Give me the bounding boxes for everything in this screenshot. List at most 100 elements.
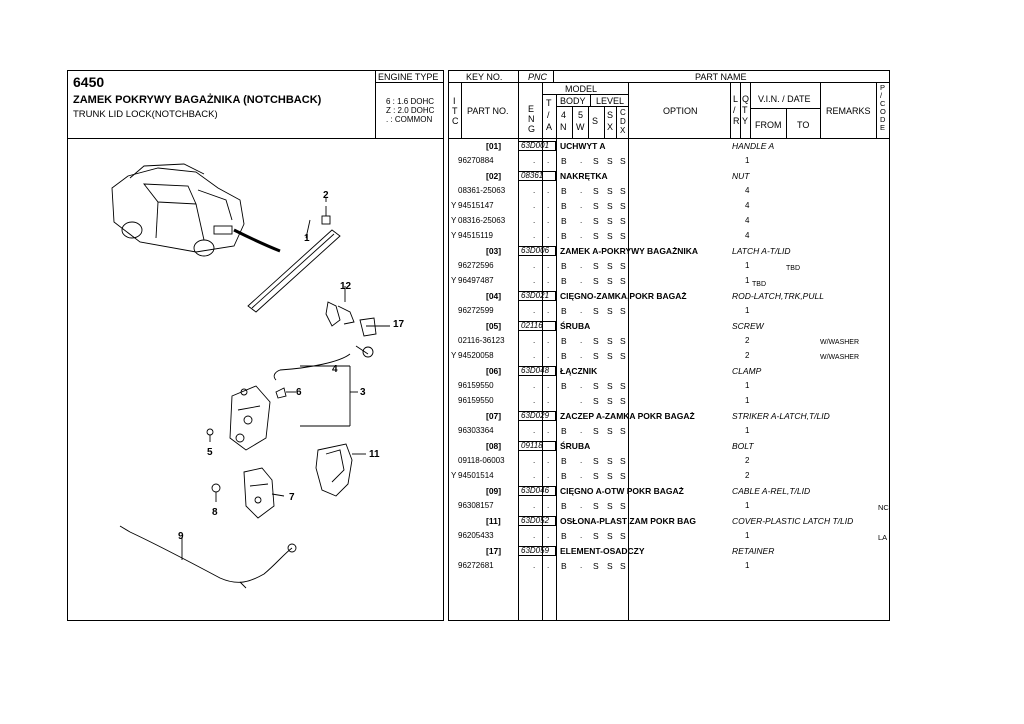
part-body-5w: . [580,426,583,435]
hdr-option: OPTION [663,106,698,116]
part-body: B [561,276,567,286]
group-key: [08] [486,441,502,451]
group-row[interactable] [518,291,556,301]
header-row-line-bottom [448,138,890,139]
hdr-body-w: W [576,122,585,132]
hdr-itc-i: I [453,96,456,106]
group-name-pl: ŁĄCZNIK [560,366,598,376]
part-body: B [561,426,567,436]
group-row[interactable] [518,366,556,376]
col-div-remarks-end [876,82,877,138]
callout-5: 5 [207,447,213,458]
part-itc: Y [451,276,457,285]
col-div-5w [588,106,589,138]
part-itc: Y [451,231,457,240]
hdr-itc-c: C [452,116,459,126]
part-eng: . [533,216,536,225]
callout-11: 11 [369,449,380,460]
group-name-en: NUT [732,171,750,181]
group-row[interactable] [518,516,556,526]
part-level-s: S [593,186,599,196]
part-body-5w: . [580,351,583,360]
group-pnc: 63D046 [521,486,550,495]
group-row[interactable] [518,486,556,496]
part-level-cdx: S [620,501,626,511]
part-level-cdx: S [620,306,626,316]
part-ta: . [547,216,550,225]
part-qty: 1 [745,396,750,405]
group-name-en: LATCH A-T/LID [732,246,791,256]
part-body: B [561,186,567,196]
part-body-5w: . [580,561,583,570]
hdr-level-s: S [592,116,599,126]
col-div-key [518,70,519,621]
hdr-level-sx-s: S [607,110,614,120]
part-level-sx: S [607,531,613,541]
cover-part [315,443,366,497]
part-level-cdx: S [620,216,626,226]
group-row[interactable] [518,441,556,451]
hdr-lr-l: L [733,94,739,104]
group-row[interactable] [518,411,556,421]
col-div-option-end [730,82,731,138]
col-div-vin-end [820,82,821,138]
group-key: [07] [486,411,502,421]
part-remark: W/WASHER [820,354,860,361]
part-number: 08316-25063 [458,216,506,225]
part-body-5w: . [580,216,583,225]
part-eng: . [533,396,536,405]
group-name-pl: ZACZEP A-ZAMKA POKR BAGAŻ [560,411,695,421]
part-level-cdx: S [620,351,626,361]
group-row[interactable] [518,321,556,331]
page-title-en: TRUNK LID LOCK(NOTCHBACK) [73,109,218,120]
hdr-lr-r: R [733,116,740,126]
col-div-qty [750,82,751,138]
hdr-pcode-p: P [880,83,886,92]
part-ta: . [547,306,550,315]
group-pnc: 63D029 [521,411,550,420]
part-level-s: S [593,471,599,481]
part-ta: . [547,336,550,345]
group-name-en: ROD-LATCH,TRK,PULL [732,291,824,301]
part-level-s: S [593,561,599,571]
part-level-sx: S [607,471,613,481]
latch-part [229,365,358,451]
part-qty: 4 [745,216,750,225]
hdr-pcode-o: O [880,107,886,116]
group-name-pl: ZAMEK A-POKRYWY BAGAŻNIKA [560,246,699,256]
group-row[interactable] [518,171,556,181]
part-eng: . [533,456,536,465]
part-level-cdx: S [620,426,626,436]
vin-underline [750,108,820,109]
part-itc: Y [451,201,457,210]
part-eng: . [533,561,536,570]
hdr-vin-date: V.I.N. / DATE [758,94,811,104]
hdr-remarks: REMARKS [826,106,871,116]
part-level-cdx: S [620,201,626,211]
col-div-eng [542,82,543,621]
group-key: [02] [486,171,502,181]
part-level-cdx: S [620,336,626,346]
part-number: 94515119 [458,231,493,240]
group-name-pl: ŚRUBA [560,441,591,451]
group-name-en: CABLE A-REL,T/LID [732,486,811,496]
part-qty: 1 [745,426,750,435]
group-name-pl: ELEMENT-OSADCZY [560,546,645,556]
part-body-5w: . [580,156,583,165]
part-ta: . [547,156,550,165]
part-body: B [561,471,567,481]
engine-type-divider [375,70,376,138]
hdr-ta-a: A [546,122,553,132]
part-level-sx: S [607,336,613,346]
part-qty: 1 [745,156,750,165]
part-level-sx: S [607,561,613,571]
group-pnc: 02116 [521,321,543,330]
col-div-ta [556,94,557,621]
engine-type-underline [375,82,444,83]
group-row[interactable] [518,246,556,256]
group-row[interactable] [518,546,556,556]
part-ta: . [547,561,550,570]
part-pcode: LA [878,533,888,542]
group-row[interactable] [518,141,556,151]
hdr-from: FROM [755,120,782,130]
